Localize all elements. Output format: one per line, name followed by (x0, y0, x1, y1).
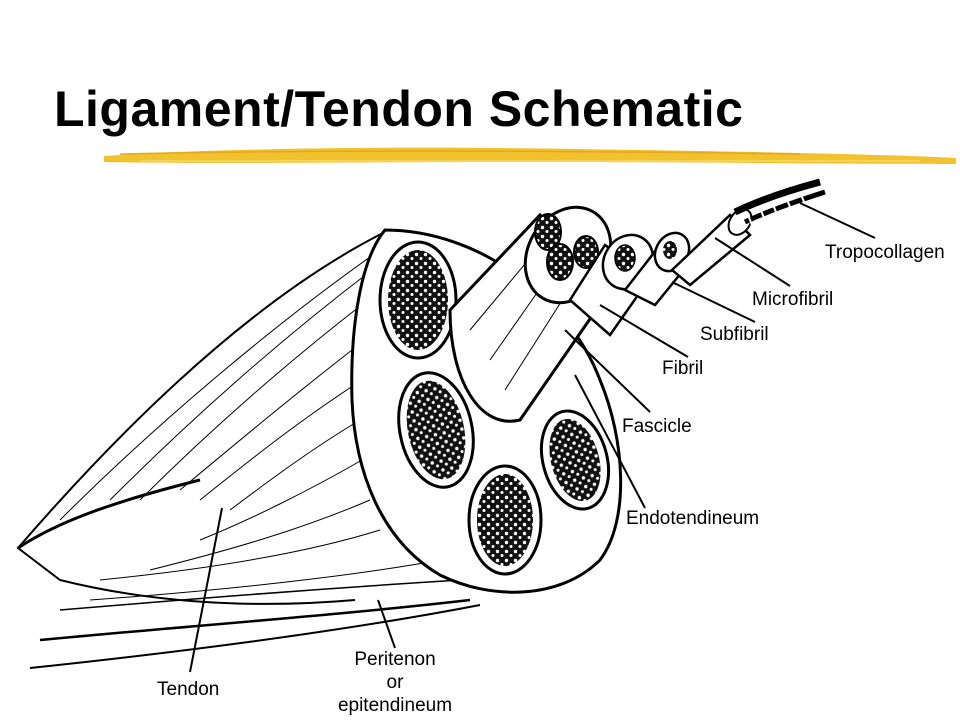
fascicle-section (539, 409, 611, 511)
label-microfibril: Microfibril (752, 289, 833, 310)
fascicle-section (467, 464, 543, 576)
leader-lines (189, 202, 876, 673)
label-epitendineum: epitendineum (338, 695, 452, 716)
title-underline-brush (104, 147, 956, 164)
label-peritenon-or: or (387, 672, 405, 693)
label-subfibril: Subfibril (700, 324, 769, 345)
microfibril-cylinder (670, 208, 753, 287)
label-tropocollagen: Tropocollagen (825, 242, 945, 263)
tendon-fiber-bundle (16, 231, 481, 669)
fascicle-section (378, 240, 458, 360)
label-fibril: Fibril (662, 358, 703, 379)
label-endotendineum: Endotendineum (626, 508, 759, 529)
tropocollagen-strands (733, 178, 826, 226)
label-tendon: Tendon (157, 679, 219, 700)
label-peritenon: Peritenon (354, 649, 435, 670)
fascicle-section (397, 371, 475, 489)
label-fascicle: Fascicle (622, 416, 692, 437)
slide-title: Ligament/Tendon Schematic (54, 81, 744, 137)
